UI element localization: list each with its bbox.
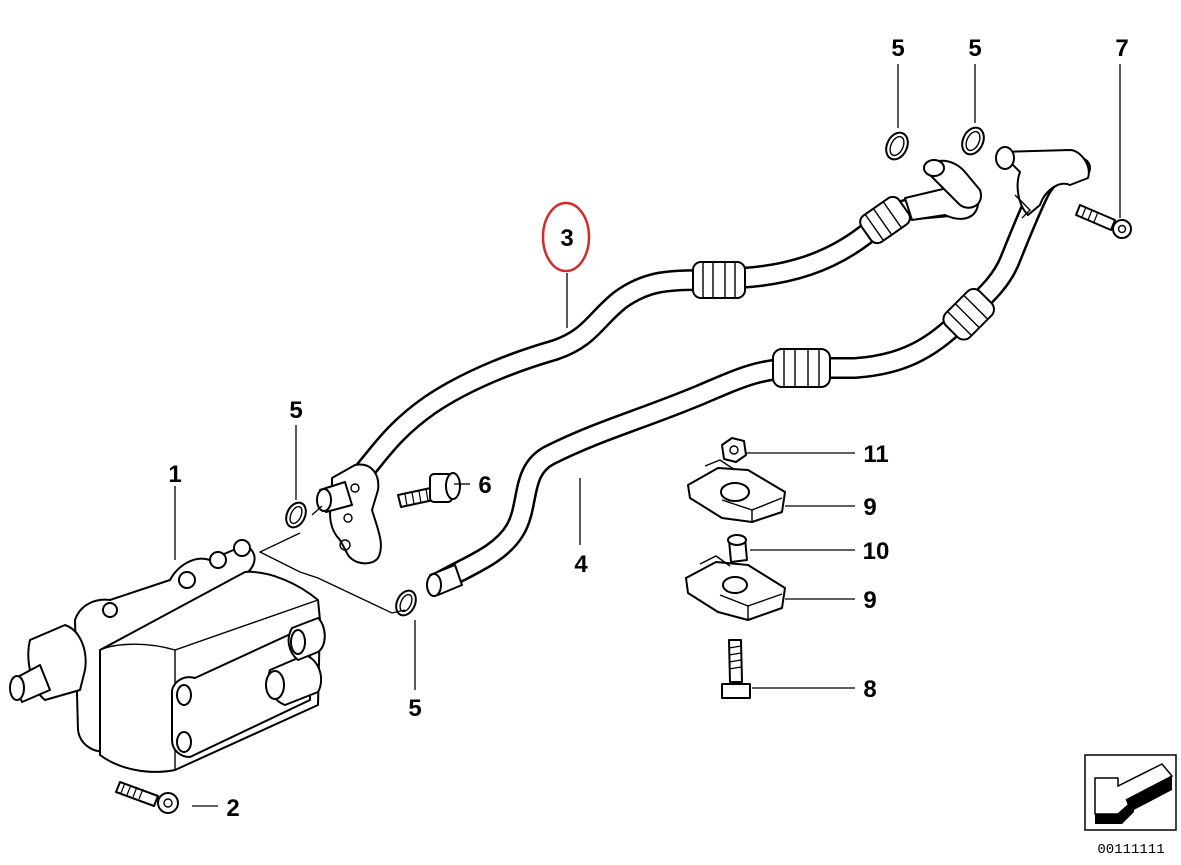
callout-2[interactable]: 2 <box>226 795 239 822</box>
callout-9-upper[interactable]: 9 <box>863 494 876 521</box>
callout-9-lower[interactable]: 9 <box>863 587 876 614</box>
spacer-part-10[interactable] <box>727 534 748 563</box>
hose-crimp-sleeve <box>859 195 911 245</box>
bolt-part-7[interactable] <box>1075 204 1132 239</box>
callout-11[interactable]: 11 <box>863 441 888 468</box>
leader-lines <box>174 64 1121 807</box>
bolt-part-2[interactable] <box>115 781 179 814</box>
callout-10[interactable]: 10 <box>863 538 890 565</box>
hose-crimp-sleeve <box>692 261 746 299</box>
clamp-part-9-upper[interactable] <box>687 459 786 523</box>
o-ring-part-5[interactable] <box>958 124 988 158</box>
hose-crimp-sleeve <box>942 288 995 341</box>
callout-5-mid[interactable]: 5 <box>289 397 302 424</box>
clamp-part-9-lower[interactable] <box>685 555 786 621</box>
callout-7[interactable]: 7 <box>1115 35 1128 62</box>
callout-6[interactable]: 6 <box>478 472 491 499</box>
oil-cooler[interactable] <box>9 539 326 773</box>
callout-3[interactable]: 3 <box>560 225 573 252</box>
callout-5-top-a[interactable]: 5 <box>891 35 904 62</box>
hose-crimp-sleeve <box>772 348 831 388</box>
o-ring-part-5[interactable] <box>392 587 419 618</box>
hose-line-3[interactable] <box>316 159 982 565</box>
callout-1[interactable]: 1 <box>168 461 181 488</box>
callout-4[interactable]: 4 <box>574 551 588 578</box>
bolt-part-6[interactable] <box>397 472 461 508</box>
bolt-part-8[interactable] <box>721 639 751 699</box>
hose-line-4[interactable] <box>426 146 1091 597</box>
callout-5-top-b[interactable]: 5 <box>968 35 981 62</box>
nut-part-11[interactable] <box>721 437 747 463</box>
arrow-left-icon[interactable] <box>1084 754 1177 831</box>
highlight-ring <box>541 201 591 273</box>
callout-5-bottom[interactable]: 5 <box>408 695 421 722</box>
callout-8[interactable]: 8 <box>863 676 876 703</box>
o-ring-part-5[interactable] <box>882 129 912 163</box>
o-ring-part-5[interactable] <box>282 499 309 530</box>
diagram-id: 00111111 <box>1097 842 1164 858</box>
